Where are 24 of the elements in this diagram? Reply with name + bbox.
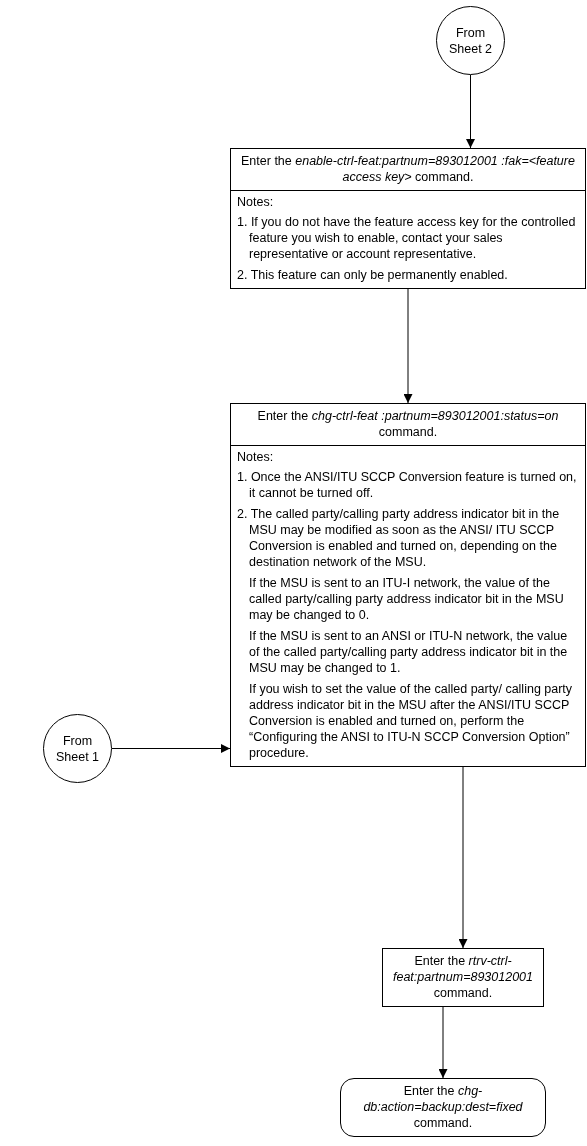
connector-label: From Sheet 1: [55, 732, 100, 765]
note-text: 2. This feature can only be permanently enabled.: [237, 267, 509, 283]
note-text: 1. Once the ANSI/ITU SCCP Conversion feature is turned on, it cannot be turned off.: [237, 469, 578, 501]
arrow: [458, 766, 468, 949]
note-text: 1. If you do not have the feature access key for the controlled feature you wish to enable, contact your sales representative or account representative.: [237, 214, 577, 262]
note-text: If the MSU is sent to an ANSI or ITU-N network, the value of the called party/calling party address indicator bit in the MSU may be changed to 1.: [248, 628, 569, 676]
process-box: [382, 948, 544, 1007]
step-text: Enter the enable-ctrl-feat:partnum=893012001 :fak=<feature access key> command.: [240, 153, 576, 186]
arrow: [466, 74, 475, 149]
step-text: Enter the chg-ctrl-feat :partnum=893012001:status=on command.: [256, 408, 560, 441]
notes-heading: Notes:: [237, 449, 275, 465]
note-text: 2. The called party/calling party address indicator bit in the MSU may be modified as soon as the ANSI/ ITU SCCP Conversion is enabled and turned on, depending on the destination network of the MSU.: [237, 506, 561, 570]
arrow: [438, 1006, 448, 1079]
notes-heading: Notes:: [237, 194, 275, 210]
process-box: [230, 148, 586, 289]
note-text: If you wish to set the value of the called party/ calling party address indicator bit in the MSU after the ANSI/ITU SCCP Conversion is enabled and turned on, perform the “Configuring the ANSI to ITU-N SCCP Conversion Option” procedure.: [248, 681, 574, 761]
arrow: [111, 744, 231, 753]
connector-label: From Sheet 2: [448, 24, 493, 57]
step-text: Enter the chg-db:action=backup:dest=fixed command.: [362, 1083, 524, 1132]
arrow: [403, 288, 413, 404]
process-box: [230, 403, 586, 767]
terminal-box: [340, 1078, 546, 1137]
note-text: If the MSU is sent to an ITU-I network, the value of the called party/calling party address indicator bit in the MSU may be changed to 0.: [248, 575, 565, 623]
step-text: Enter the rtrv-ctrl-feat:partnum=893012001 command.: [391, 953, 534, 1002]
